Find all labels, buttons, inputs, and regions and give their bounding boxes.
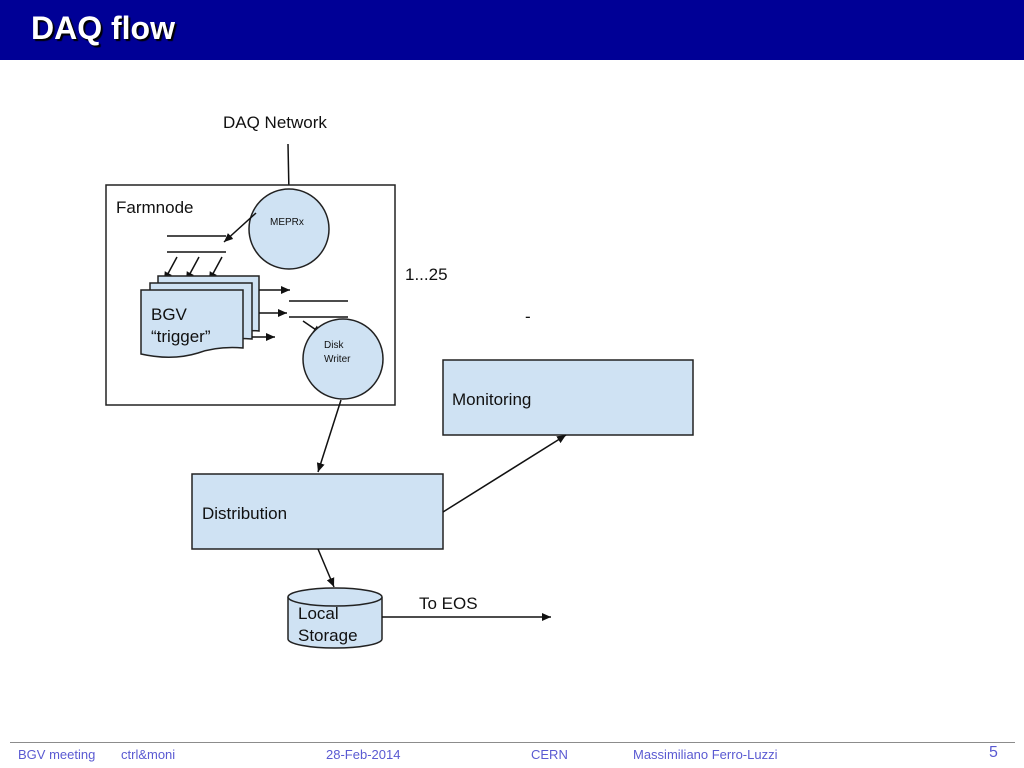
meprx-to-buffer-arrow	[223, 212, 257, 243]
local-storage-cylinder	[287, 597, 383, 649]
farmnode-label: Farmnode	[116, 198, 193, 217]
disk-writer-label-line1: Disk	[324, 340, 344, 351]
bgv-trigger-document-front	[140, 289, 244, 358]
meprx-label: MEPRx	[270, 217, 304, 228]
local-storage-label-line2: Storage	[298, 626, 358, 645]
diskwriter-to-distribution-arrow	[316, 399, 342, 473]
bgv-label: BGV	[151, 305, 188, 324]
to-eos-label: To EOS	[419, 594, 478, 613]
disk-writer-node	[302, 318, 384, 400]
footer-institute: CERN	[531, 747, 568, 762]
footer-rule	[10, 742, 1015, 743]
distribution-to-storage-arrow	[317, 548, 335, 588]
footer-date: 28-Feb-2014	[326, 747, 401, 762]
local-storage-label-line1: Local	[298, 604, 339, 623]
multiplicity-label: 1...25	[405, 265, 448, 284]
trigger-label: “trigger”	[151, 327, 211, 346]
distribution-box	[191, 473, 444, 550]
footer-event: BGV meeting	[18, 747, 96, 762]
daq-network-label: DAQ Network	[223, 113, 327, 132]
local-storage-cylinder-top	[287, 587, 383, 607]
distribution-to-monitoring-arrow	[442, 434, 567, 513]
monitoring-label: Monitoring	[452, 390, 531, 409]
meprx-node	[248, 188, 330, 270]
monitoring-box	[442, 359, 694, 436]
footer-author: Massimiliano Ferro-Luzzi	[633, 747, 778, 762]
disk-writer-label-line2: Writer	[324, 354, 351, 365]
stray-mark: -	[525, 307, 531, 326]
footer-topic: ctrl&moni	[121, 747, 176, 762]
slide-title: DAQ flow	[31, 10, 175, 46]
distribution-label: Distribution	[202, 504, 287, 523]
title-bar	[0, 0, 1024, 60]
page-number: 5	[989, 744, 998, 761]
